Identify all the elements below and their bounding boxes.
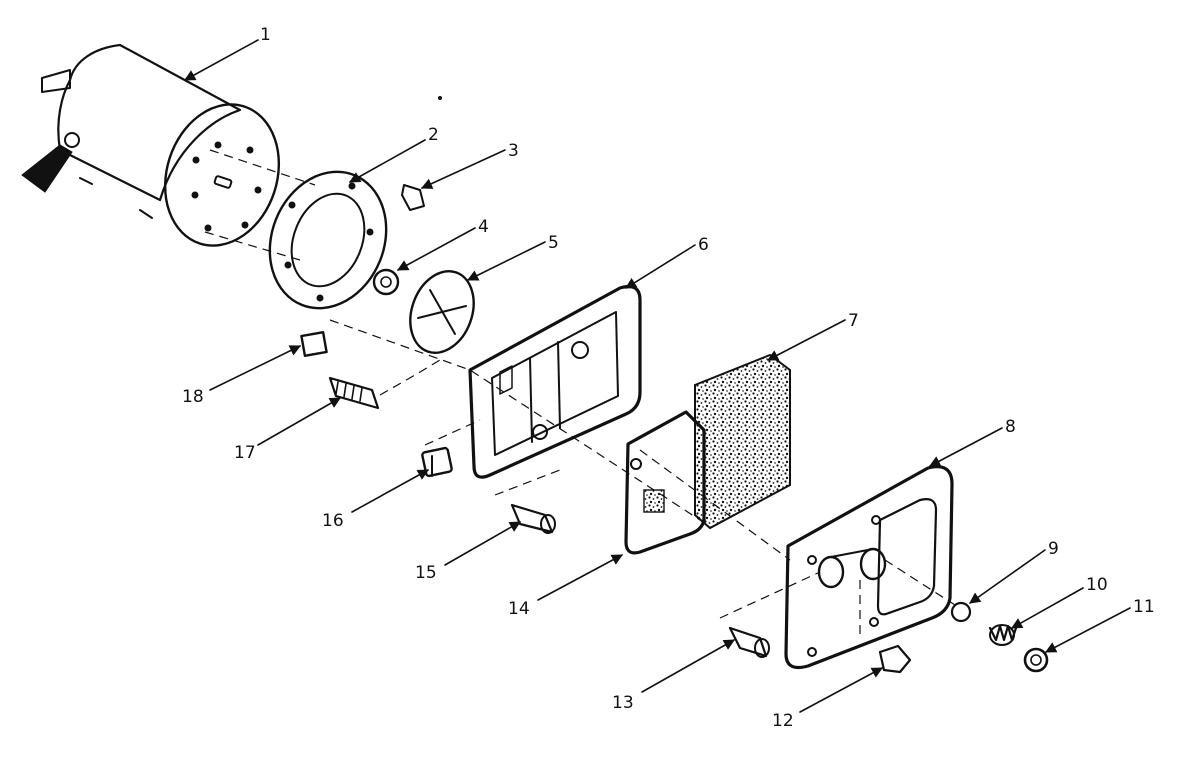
callout-10: 10 — [1086, 575, 1108, 595]
part-3-screw — [401, 184, 425, 211]
alignment-lines — [204, 149, 956, 640]
callout-11: 11 — [1133, 597, 1155, 617]
callout-12: 12 — [772, 711, 794, 731]
part-16-nut — [421, 446, 453, 478]
callout-8: 8 — [1005, 417, 1016, 437]
callout-16: 16 — [322, 511, 344, 531]
motor-end-face — [163, 103, 281, 247]
callout-17: 17 — [234, 443, 256, 463]
callout-2: 2 — [428, 125, 439, 145]
scan-speck — [438, 96, 442, 100]
callout-3: 3 — [508, 141, 519, 161]
part-4-nut — [372, 268, 400, 296]
part-5-impeller — [409, 270, 475, 354]
part-7-foam-filter — [694, 353, 791, 530]
part-8-cover-plate — [784, 465, 954, 670]
part-15-bolt — [510, 503, 556, 534]
leader-lines — [184, 39, 1131, 713]
part-6-housing — [468, 284, 642, 479]
callout-15: 15 — [415, 563, 437, 583]
callout-7: 7 — [848, 311, 859, 331]
callout-9: 9 — [1048, 539, 1059, 559]
part-11-cap-nut — [1023, 647, 1049, 673]
callout-1: 1 — [260, 25, 271, 45]
part-14-filter-plate — [624, 410, 706, 555]
part-1-motor — [21, 43, 281, 247]
part-12-knob — [878, 644, 912, 674]
part-2-gasket-ring — [268, 170, 388, 310]
part-17-screw — [328, 376, 380, 410]
toggle-lever-icon — [21, 144, 73, 193]
part-9-o-ring — [950, 601, 972, 623]
callout-18: 18 — [182, 387, 204, 407]
callout-13: 13 — [612, 693, 634, 713]
callout-6: 6 — [698, 235, 709, 255]
callout-14: 14 — [508, 599, 530, 619]
part-18-square-clip — [300, 331, 328, 357]
callout-4: 4 — [478, 217, 489, 237]
part-10-spring — [988, 624, 1018, 646]
part-13-fitting — [728, 626, 770, 658]
callout-5: 5 — [548, 233, 559, 253]
callout-labels: 1 2 3 4 5 6 7 8 9 10 11 12 13 14 15 16 1… — [182, 25, 1155, 731]
